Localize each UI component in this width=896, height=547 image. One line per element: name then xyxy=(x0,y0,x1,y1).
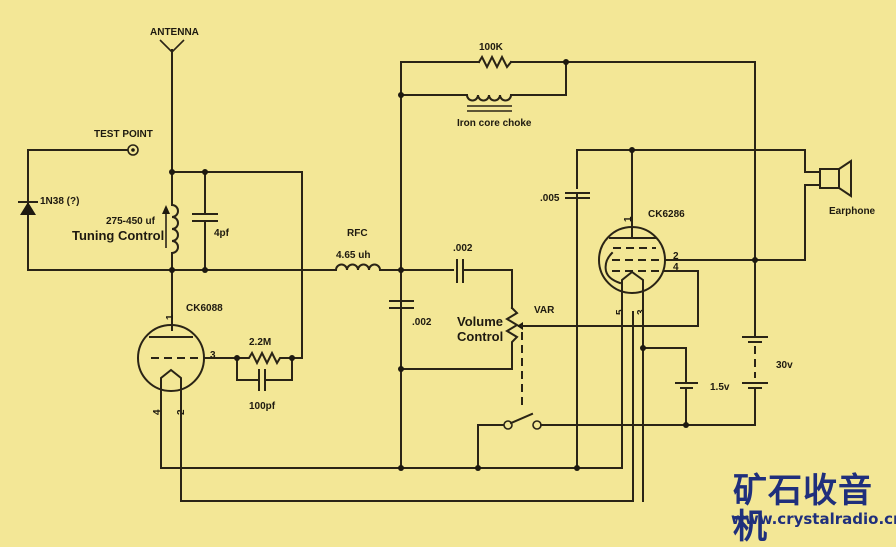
tuning-value-label: 275-450 uf xyxy=(106,216,156,227)
tube1-label: CK6088 xyxy=(186,303,223,314)
tube2-pin-1: 1 xyxy=(623,216,634,222)
brand-url: www.crystalradio.cn xyxy=(731,510,896,528)
test-point-label: TEST POINT xyxy=(94,129,153,140)
tuning-coil xyxy=(170,203,179,255)
capacitor-100pf xyxy=(258,369,266,391)
var-label: VAR xyxy=(534,305,555,316)
brand-chinese-title: 矿石收音机 xyxy=(733,471,873,547)
cap-002-bypass-label: .002 xyxy=(412,317,432,328)
battery-30v xyxy=(742,336,768,389)
diode-symbol xyxy=(18,201,38,215)
schematic-diagram: ANTENNA TEST POINT 1N38 (?) 275-450 uf T… xyxy=(18,27,876,502)
resistor-100k-label: 100K xyxy=(479,42,504,53)
cap-4pf-label: 4pf xyxy=(214,228,230,239)
capacitor-002-bypass xyxy=(389,300,414,309)
test-point-terminal xyxy=(127,144,139,156)
tube-ck6088 xyxy=(137,324,205,392)
tuning-control-label: Tuning Control xyxy=(72,228,164,243)
earphone-label: Earphone xyxy=(829,206,876,217)
tube2-pin-5: 5 xyxy=(615,309,626,315)
tuning-arrow xyxy=(162,205,170,248)
rfc-label: RFC xyxy=(347,228,368,239)
resistor-100k xyxy=(477,54,513,70)
choke-label: Iron core choke xyxy=(457,118,532,129)
cap-002-coupling-label: .002 xyxy=(453,243,473,254)
resistor-2-2m-label: 2.2M xyxy=(249,337,271,348)
power-switch xyxy=(477,412,542,469)
rfc-coil xyxy=(334,263,382,272)
tube1-pin-3: 3 xyxy=(210,350,216,361)
iron-core-choke xyxy=(465,93,513,102)
resistor-2-2m xyxy=(236,350,303,366)
earphone-symbol xyxy=(804,159,852,198)
junction-dots xyxy=(169,59,758,471)
tube1-pin-4: 4 xyxy=(152,409,163,415)
tube1-pin-1: 1 xyxy=(165,314,176,320)
tube2-label: CK6286 xyxy=(648,209,685,220)
volume-potentiometer xyxy=(400,306,519,370)
antenna-label: ANTENNA xyxy=(150,27,199,38)
volume-label-2: Control xyxy=(457,329,503,344)
cap-005-label: .005 xyxy=(540,193,560,204)
rfc-value-label: 4.65 uh xyxy=(336,250,370,261)
capacitor-4pf xyxy=(192,213,218,222)
capacitor-005 xyxy=(565,192,590,199)
volume-label-1: Volume xyxy=(457,314,503,329)
tube2-pin-3: 3 xyxy=(636,309,647,315)
capacitor-100pf-label: 100pf xyxy=(249,401,276,412)
battery-1-5v-label: 1.5v xyxy=(710,382,730,393)
battery-30v-label: 30v xyxy=(776,360,793,371)
tube2-pin-4: 4 xyxy=(673,262,679,273)
tube2-pin-2: 2 xyxy=(673,251,679,262)
diode-label: 1N38 (?) xyxy=(40,196,79,207)
antenna-symbol xyxy=(159,39,185,173)
